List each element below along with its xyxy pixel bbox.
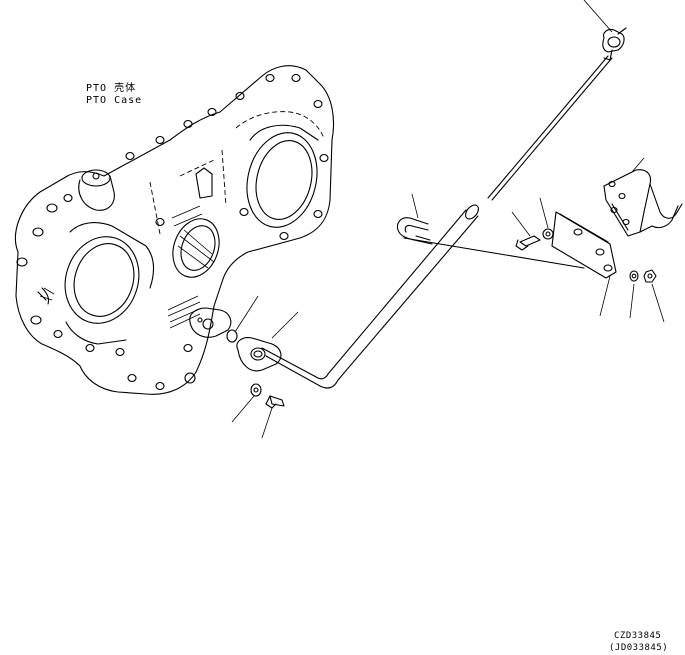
pto-case-housing bbox=[14, 65, 335, 395]
bracket-washer-and-nut bbox=[629, 269, 665, 323]
figure-code-alt: (JD033845) bbox=[609, 643, 669, 653]
bracket-bolt-and-washer bbox=[511, 197, 554, 251]
flange-washer-and-bolt bbox=[231, 383, 285, 439]
mounting-bracket bbox=[551, 211, 617, 317]
case-label-english: PTO Case bbox=[86, 95, 143, 106]
o-ring bbox=[226, 295, 259, 343]
angle-bracket bbox=[603, 157, 683, 237]
guide-pipe-assembly bbox=[236, 204, 479, 389]
figure-code: CZD33845 bbox=[614, 631, 662, 641]
dipstick bbox=[487, 0, 627, 201]
case-label-chinese: PTO 壳体 bbox=[86, 83, 137, 94]
u-clip bbox=[396, 193, 585, 269]
